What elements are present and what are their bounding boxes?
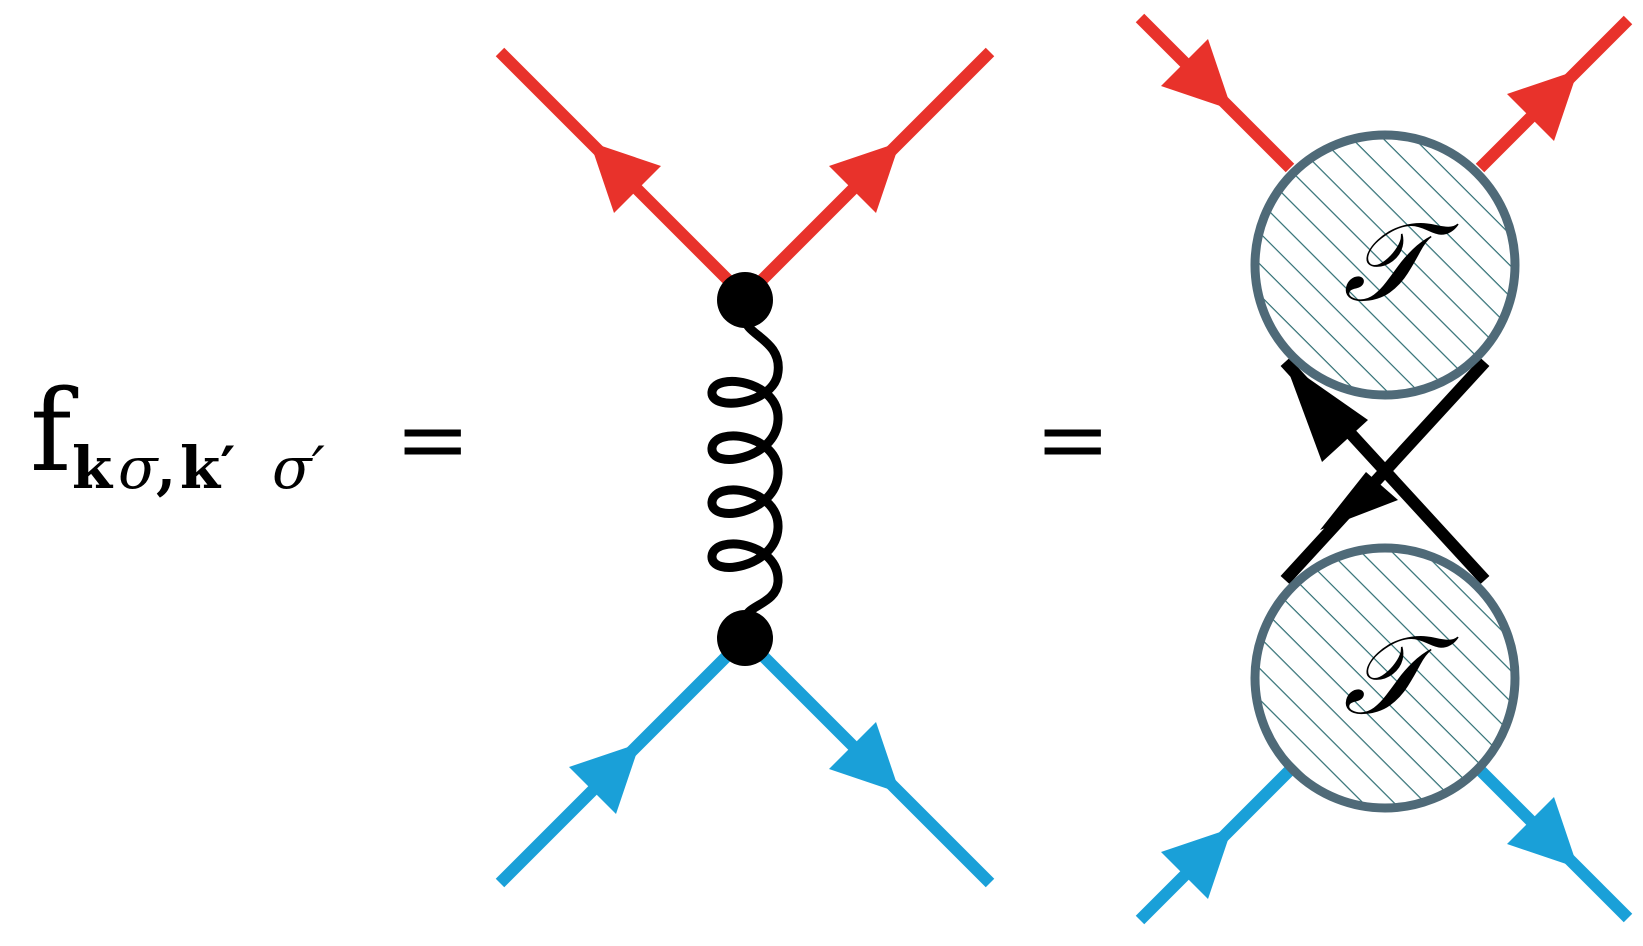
rhs-upper-left-arrow — [1161, 39, 1232, 110]
lhs-formula: f k σ , k′ σ′ — [30, 367, 325, 502]
crossed-arrow-up — [1285, 362, 1368, 462]
rhs-lower-right-arrow — [1507, 797, 1578, 868]
gluon-exchange-diagram — [495, 47, 995, 888]
upper-right-arrow — [829, 142, 900, 213]
crossed-line-b — [1280, 357, 1490, 585]
upper-vertex-dot — [717, 272, 773, 328]
lhs-subscript-sigmaprime: σ′ — [272, 434, 325, 502]
lower-right-arrow — [829, 722, 900, 793]
rhs-upper-right-arrow — [1507, 70, 1578, 141]
lhs-f: f — [30, 367, 79, 497]
equals-sign-2: = — [1035, 387, 1110, 492]
lower-vertex-dot — [717, 610, 773, 666]
lhs-subscript-sigma: σ — [118, 434, 159, 502]
equals-sign-1: = — [395, 387, 470, 492]
lower-left-arrow — [569, 743, 640, 814]
crossed-arrow-down — [1320, 472, 1398, 530]
upper-left-arrow — [590, 142, 661, 213]
lhs-subscript-kprime: k′ — [180, 434, 235, 502]
t-matrix-vertex-top: 𝒯 — [1250, 130, 1520, 400]
lhs-subscript-k: k — [72, 434, 114, 502]
t-matrix-diagram: 𝒯 𝒯 — [1135, 13, 1633, 925]
rhs-lower-left-arrow — [1161, 828, 1232, 899]
lhs-subscript-comma: , — [156, 434, 176, 502]
gluon-propagator — [707, 313, 783, 625]
t-matrix-vertex-bottom: 𝒯 — [1250, 543, 1520, 813]
